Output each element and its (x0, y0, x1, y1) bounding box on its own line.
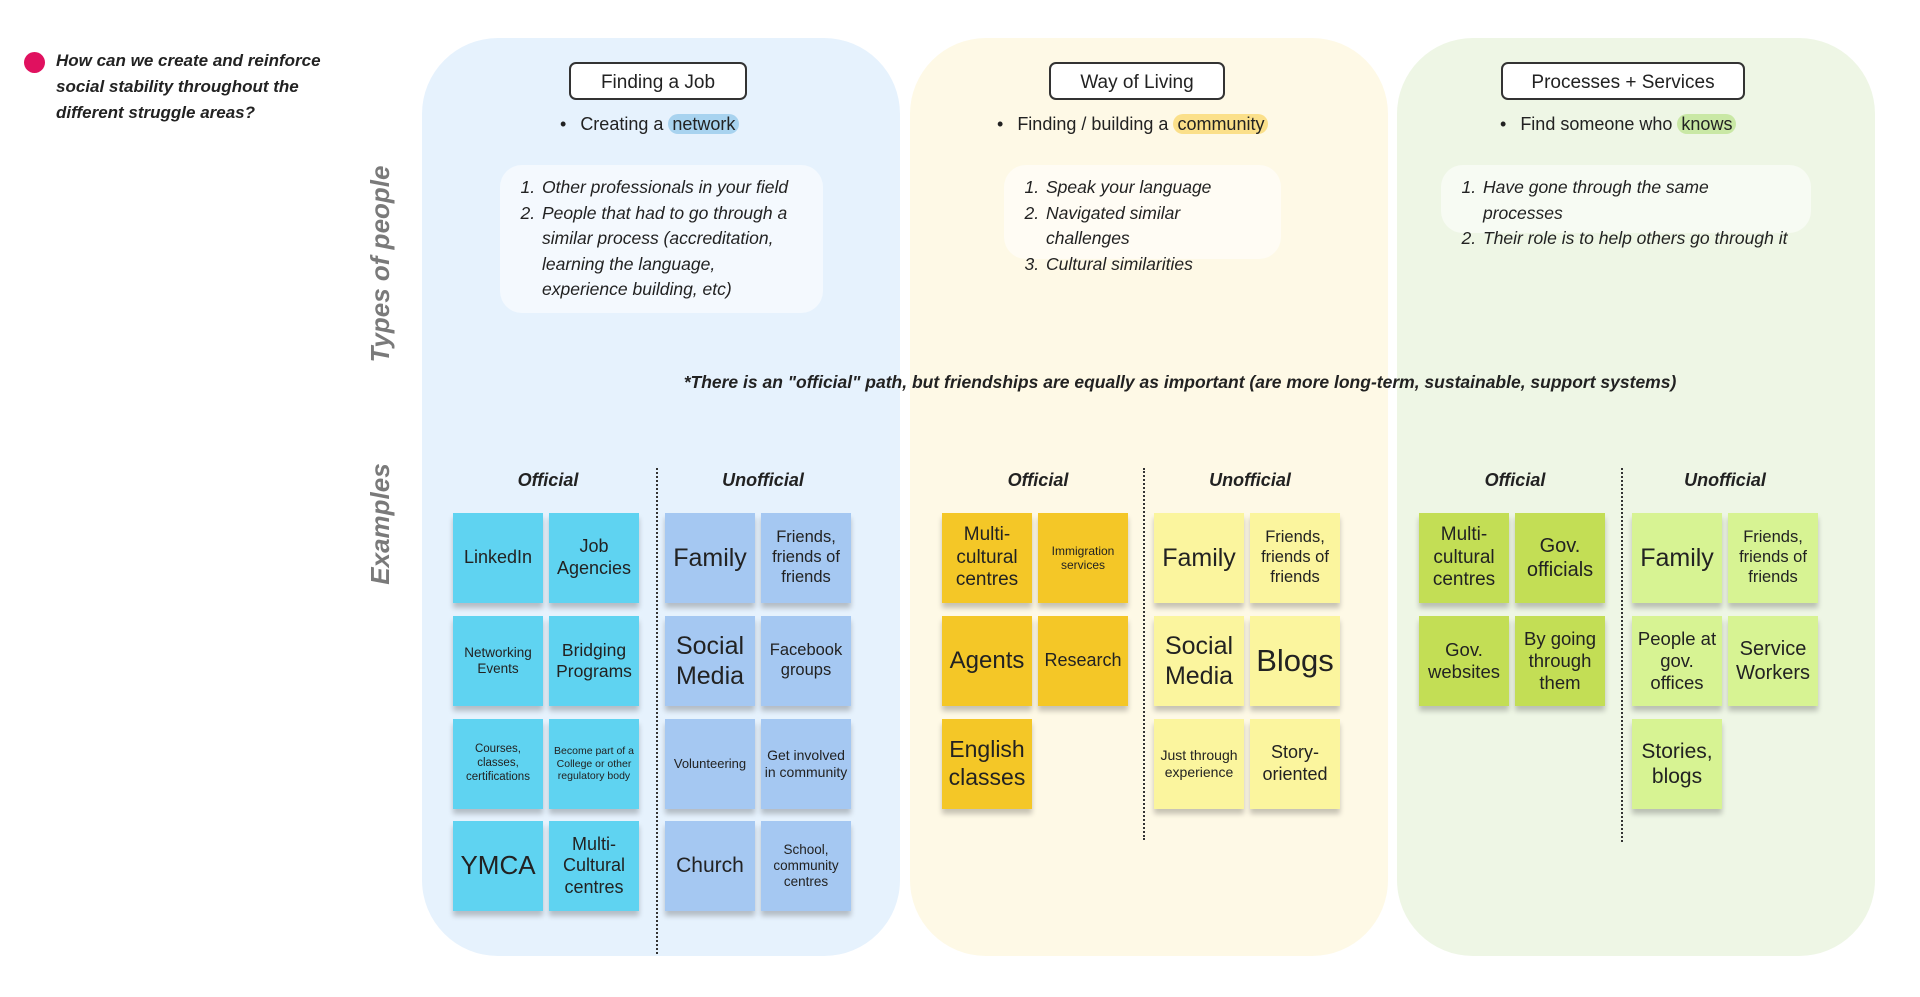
sticky-note[interactable]: Multi-cultural centres (942, 513, 1032, 603)
bullet-dot: • (997, 114, 1004, 134)
types-box-processes-services: Have gone through the same processes The… (1441, 165, 1811, 248)
sticky-note[interactable]: People at gov. offices (1632, 616, 1722, 706)
sticky-note[interactable]: YMCA (453, 821, 543, 911)
bullet-text: Creating a (580, 114, 664, 134)
sticky-note[interactable]: Become part of a College or other regula… (549, 719, 639, 809)
sticky-note[interactable]: Social Media (1154, 616, 1244, 706)
sticky-note[interactable]: Friends, friends of friends (1728, 513, 1818, 603)
sticky-note[interactable]: Family (665, 513, 755, 603)
sticky-note[interactable]: Job Agencies (549, 513, 639, 603)
sticky-note[interactable]: Courses, classes, certifications (453, 719, 543, 809)
types-item: Navigated similar challenges (1044, 201, 1263, 252)
types-list: Speak your language Navigated similar ch… (1022, 175, 1263, 277)
unofficial-heading: Unofficial (1684, 470, 1766, 490)
types-of-people-label: Types of people (365, 165, 395, 363)
types-item: Cultural similarities (1044, 252, 1263, 278)
sticky-note[interactable]: Blogs (1250, 616, 1340, 706)
sticky-note[interactable]: LinkedIn (453, 513, 543, 603)
bullet-dot: • (1500, 114, 1507, 134)
sticky-note[interactable]: Volunteering (665, 719, 755, 809)
panel-title-processes-services[interactable]: Processes + Services (1501, 62, 1745, 100)
sticky-note[interactable]: Research (1038, 616, 1128, 706)
sticky-note[interactable]: Networking Events (453, 616, 543, 706)
sticky-note[interactable]: Multi-cultural centres (1419, 513, 1509, 603)
highlight-knows: knows (1677, 114, 1737, 134)
sticky-note[interactable]: Get involved in community (761, 719, 851, 809)
bullet-processes-services: • Find someone who knows (1500, 111, 1737, 137)
bullet-way-of-living: • Finding / building a community (997, 111, 1269, 137)
sticky-note[interactable]: Friends, friends of friends (761, 513, 851, 603)
sticky-note[interactable]: English classes (942, 719, 1032, 809)
sticky-note[interactable]: Immigration services (1038, 513, 1128, 603)
unofficial-heading: Unofficial (722, 470, 804, 490)
sticky-note[interactable]: Social Media (665, 616, 755, 706)
bullet-finding-a-job: • Creating a network (560, 111, 740, 137)
sticky-note[interactable]: Gov. websites (1419, 616, 1509, 706)
sticky-note[interactable]: By going through them (1515, 616, 1605, 706)
official-heading: Official (1484, 470, 1546, 490)
official-path-note: *There is an "official" path, but friend… (683, 372, 1677, 392)
panel-title-finding-a-job[interactable]: Finding a Job (569, 62, 747, 100)
question-text: How can we create and reinforce social s… (56, 51, 321, 122)
types-item: Their role is to help others go through … (1481, 226, 1793, 252)
sticky-note[interactable]: Multi-Cultural centres (549, 821, 639, 911)
highlight-network: network (668, 114, 740, 134)
sticky-note[interactable]: Bridging Programs (549, 616, 639, 706)
types-box-way-of-living: Speak your language Navigated similar ch… (1004, 165, 1281, 274)
sticky-note[interactable]: Friends, friends of friends (1250, 513, 1340, 603)
highlight-community: community (1173, 114, 1269, 134)
sticky-note[interactable]: Agents (942, 616, 1032, 706)
official-heading: Official (1007, 470, 1069, 490)
sticky-note[interactable]: Service Workers (1728, 616, 1818, 706)
types-item: Have gone through the same processes (1481, 175, 1793, 226)
column-divider (1621, 468, 1623, 842)
unofficial-heading: Unofficial (1209, 470, 1291, 490)
column-divider (656, 468, 658, 954)
column-divider (1143, 468, 1145, 840)
sticky-note[interactable]: Family (1154, 513, 1244, 603)
types-box-finding-a-job: Other professionals in your field People… (500, 165, 823, 313)
sticky-note[interactable]: Story-oriented (1250, 719, 1340, 809)
bullet-text: Find someone who (1520, 114, 1673, 134)
types-item: Speak your language (1044, 175, 1263, 201)
types-item: Other professionals in your field (540, 175, 805, 201)
sticky-note[interactable]: Church (665, 821, 755, 911)
sticky-note[interactable]: Facebook groups (761, 616, 851, 706)
official-heading: Official (517, 470, 579, 490)
sticky-note[interactable]: Gov. officials (1515, 513, 1605, 603)
bullet-dot: • (560, 114, 567, 134)
panel-title-way-of-living[interactable]: Way of Living (1049, 62, 1225, 100)
sticky-note[interactable]: School, community centres (761, 821, 851, 911)
types-item: People that had to go through a similar … (540, 201, 805, 303)
types-list: Other professionals in your field People… (518, 175, 805, 303)
types-list: Have gone through the same processes The… (1459, 175, 1793, 252)
sticky-note[interactable]: Just through experience (1154, 719, 1244, 809)
sticky-note[interactable]: Family (1632, 513, 1722, 603)
sticky-note[interactable]: Stories, blogs (1632, 719, 1722, 809)
question-bullet-dot (24, 52, 45, 73)
bullet-text: Finding / building a (1017, 114, 1169, 134)
examples-label: Examples (365, 463, 395, 585)
